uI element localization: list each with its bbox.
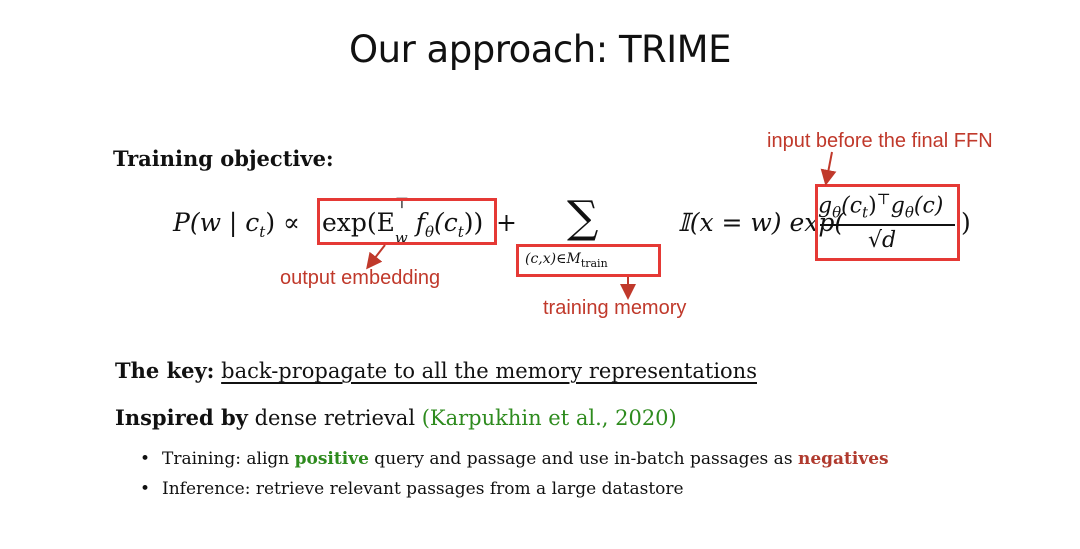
bullet-dot: • [140, 449, 151, 469]
exp-ct: (c [433, 208, 458, 237]
num-theta: θ [832, 203, 842, 222]
objective-label: Training objective: [113, 146, 334, 171]
num-g2: g [890, 193, 905, 219]
key-line: The key: back-propagate to all the memor… [115, 358, 757, 383]
bullet-inference-text: Inference: retrieve relevant passages fr… [162, 479, 684, 499]
equation-close: ) [961, 208, 971, 237]
denominator-text: √d [868, 228, 897, 253]
slide-title: Our approach: TRIME [349, 28, 731, 71]
equation-plus: + [496, 208, 517, 237]
bullet-positive: positive [294, 449, 369, 469]
bullet-list: • Training: align positive query and pas… [140, 449, 889, 509]
lhs-close: ) ∝ [265, 208, 300, 237]
num-t: t [862, 203, 869, 222]
exp-end: )) [463, 208, 484, 237]
fraction-denominator: √d [868, 228, 896, 253]
num-end: (c) [913, 193, 944, 219]
bullet-inference: • Inference: retrieve relevant passages … [140, 479, 889, 499]
sum-sub-train: train [580, 256, 608, 270]
exp-f: f [407, 208, 425, 237]
output-embedding-box [317, 198, 497, 245]
bullet-training: • Training: align positive query and pas… [140, 449, 889, 469]
annotation-output-embedding: output embedding [280, 267, 441, 289]
exp-ct-sub: t [457, 223, 464, 241]
inspired-line: Inspired by dense retrieval (Karpukhin e… [115, 405, 677, 430]
num-theta2: θ [904, 203, 914, 222]
sum-symbol: ∑ [567, 192, 599, 243]
inspired-label: Inspired by [115, 405, 248, 430]
equation-lhs: P(w | ct) ∝ [173, 208, 300, 241]
bullet-training-pre: Training: align [162, 449, 295, 469]
key-label: The key: [115, 358, 215, 383]
fraction-line [820, 224, 955, 226]
sum-subscript: (c,x)∈Mtrain [525, 251, 608, 270]
training-memory-box [516, 244, 661, 277]
inspired-text: dense retrieval [247, 406, 422, 430]
num-g: g [818, 193, 833, 219]
annotation-training-memory: training memory [543, 297, 687, 319]
fraction-numerator: gθ(ct)⊤gθ(c) [818, 190, 943, 222]
bullet-training-mid: query and passage and use in-batch passa… [368, 449, 798, 469]
exp-text: exp(E [322, 208, 395, 237]
bullet-dot: • [140, 479, 151, 499]
sum-sub-text: (c,x)∈M [525, 251, 581, 267]
annotation-input-ffn: input before the final FFN [767, 130, 993, 152]
key-text: back-propagate to all the memory represe… [221, 359, 757, 383]
lhs-sub: t [259, 223, 266, 241]
num-c: (c [841, 193, 863, 219]
arrow-output-embedding [366, 244, 386, 270]
num-T: ⊤ [876, 190, 891, 208]
arrow-input-ffn [820, 151, 837, 186]
num-close: ) [868, 193, 877, 219]
exp-theta: θ [424, 223, 434, 241]
bullet-negatives: negatives [797, 449, 889, 469]
inspired-citation: (Karpukhin et al., 2020) [421, 406, 677, 430]
lhs-text: P(w | c [173, 208, 260, 237]
input-ffn-box [815, 184, 960, 261]
